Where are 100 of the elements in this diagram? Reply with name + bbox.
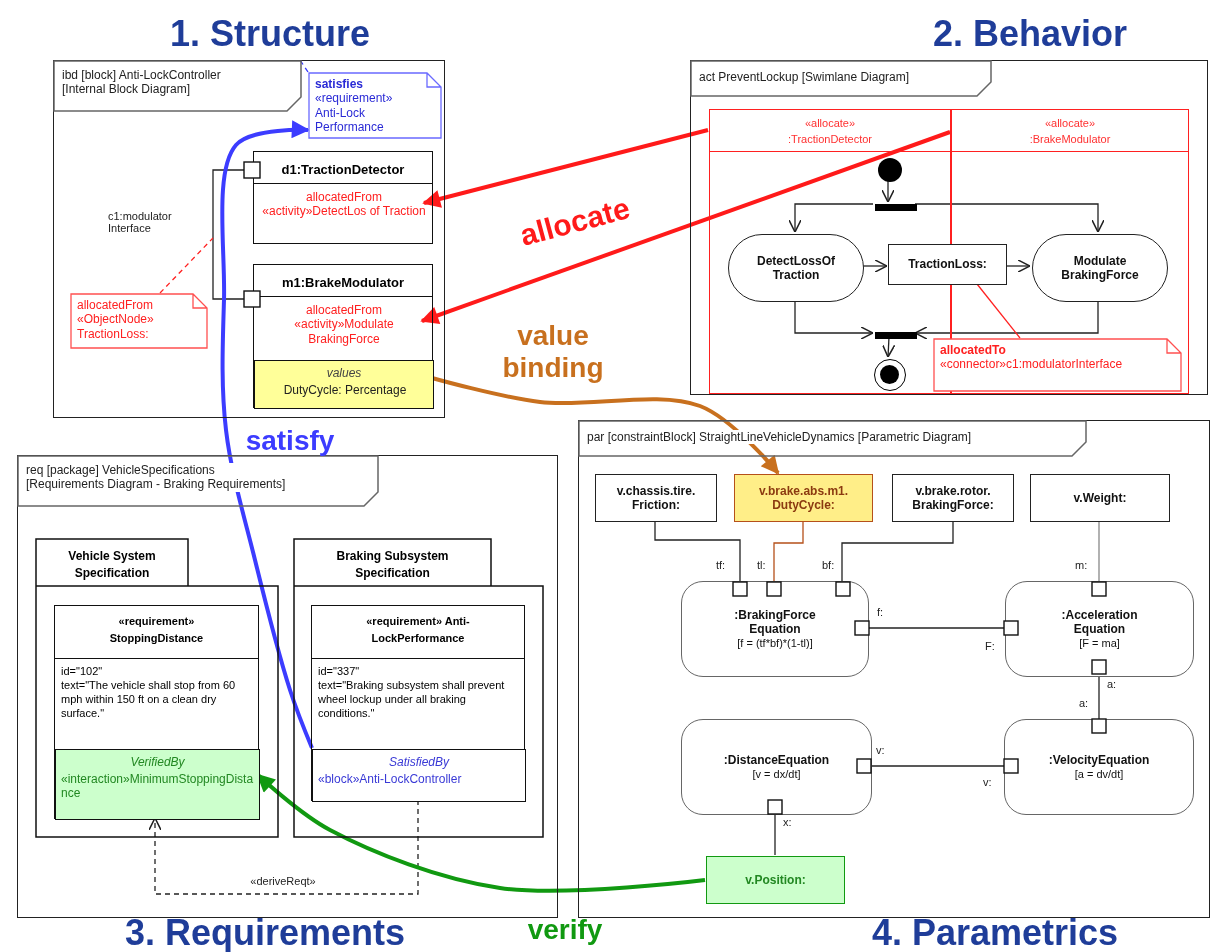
- node-name: DetectLossOf Traction: [756, 253, 836, 283]
- package-folder: [36, 539, 278, 837]
- compartment-heading: VerifiedBy: [129, 755, 186, 770]
- compartment-text: DutyCycle: Percentage: [282, 383, 408, 398]
- connector: [1098, 520, 1100, 583]
- requirement-text: text="Braking subsystem shall prevent wheel lockup under all braking conditions.": [318, 679, 506, 721]
- port-label: tf:: [716, 559, 726, 571]
- initial-node: [878, 158, 902, 182]
- property-name: v.Position:: [744, 872, 807, 888]
- property-name: v.chassis.tire. Friction:: [615, 483, 697, 513]
- arrow: [788, 203, 874, 233]
- leader-line: [976, 283, 1021, 339]
- lane-header: «allocate» :TractionDetector: [710, 110, 950, 152]
- port-label: v:: [876, 744, 885, 756]
- arrow: [914, 203, 1105, 233]
- edge-label: allocate: [515, 190, 635, 254]
- connector: [870, 765, 1005, 767]
- port-label: v:: [983, 776, 992, 788]
- part-box: [253, 264, 433, 408]
- edge-label: «deriveReqt»: [248, 875, 318, 887]
- package-folder: [294, 539, 543, 837]
- constraint-block: [1004, 719, 1194, 815]
- section-heading: 1. Structure: [169, 13, 371, 55]
- compartment: [254, 360, 434, 409]
- requirement-name: «requirement» StoppingDistance: [55, 606, 258, 659]
- diagram-frame: [17, 455, 558, 918]
- requirement-text: text="The vehicle shall stop from 60 mph within 150 ft on a clean dry surface.": [61, 679, 237, 721]
- compartment: [312, 749, 526, 802]
- node-name: Modulate BrakingForce: [1060, 253, 1140, 283]
- note-box: [309, 73, 441, 138]
- connector: [654, 520, 741, 583]
- constraint-name: :DistanceEquation: [722, 753, 831, 768]
- port-label: tl:: [757, 559, 766, 571]
- requirement-id: id="337": [318, 665, 360, 679]
- property-box: [1030, 474, 1170, 522]
- connector: [841, 520, 954, 583]
- package-name: Braking Subsystem Specification: [335, 548, 450, 582]
- connector: [212, 169, 245, 300]
- property-name: v.brake.rotor. BrakingForce:: [911, 483, 995, 513]
- lane-header: «allocate» :BrakeModulator: [952, 110, 1188, 152]
- constraint-name: :VelocityEquation: [1047, 753, 1151, 768]
- port-label: a:: [1107, 678, 1117, 690]
- allocation-text: allocatedFrom «activity»Modulate BrakingForce: [293, 303, 395, 347]
- connector: [868, 627, 1005, 629]
- port-label: m:: [1075, 559, 1088, 571]
- section-heading: 4. Parametrics: [871, 912, 1119, 952]
- requirement-box: [54, 605, 259, 819]
- arrow: [881, 336, 896, 358]
- object-node: [888, 244, 1007, 285]
- diagram-frame: [53, 60, 445, 418]
- constraint-name: :Acceleration Equation: [1060, 608, 1139, 637]
- node-name: TractionLoss:: [907, 257, 988, 272]
- port-label: F:: [985, 640, 995, 652]
- section-heading: 2. Behavior: [932, 13, 1128, 55]
- sync-bar: [875, 332, 917, 339]
- property-name: v.brake.abs.m1. DutyCycle:: [757, 483, 850, 513]
- note-text: allocatedFrom «ObjectNode» TractionLoss:: [77, 298, 155, 342]
- note-box: [71, 294, 207, 348]
- edge-label: value binding: [501, 320, 605, 384]
- compartment-heading: SatisfiedBy: [388, 755, 451, 770]
- property-box: [734, 474, 873, 522]
- compartment-text: «interaction»MinimumStoppingDistance: [61, 772, 255, 801]
- requirement-name: «requirement» Anti-LockPerformance: [312, 606, 524, 659]
- port-label: bf:: [822, 559, 835, 571]
- leader-line: [159, 237, 214, 294]
- constraint-block: [681, 581, 869, 677]
- section-heading: 3. Requirements: [124, 912, 406, 952]
- package-name: Vehicle System Specification: [67, 548, 157, 582]
- note-box: [934, 339, 1181, 391]
- connector: [773, 520, 804, 583]
- constraint-name: :BrakingForce Equation: [733, 608, 817, 637]
- edge-label: satisfy: [244, 425, 336, 457]
- diagram-frame: [690, 60, 1208, 395]
- relationship-arrow: [420, 130, 951, 324]
- allocation-text: allocatedFrom «activity»DetectLos of Traction: [262, 190, 426, 219]
- port-label: a:: [1079, 697, 1089, 709]
- constraint-expression: [a = dv/dt]: [1073, 767, 1125, 781]
- property-name: v.Weight:: [1072, 490, 1128, 506]
- note-text: allocatedTo «connector»c1:modulatorInterface: [940, 343, 1124, 372]
- requirement-box: [311, 605, 525, 801]
- property-box: [595, 474, 717, 522]
- requirement-id: id="102": [61, 665, 103, 679]
- compartment-text: «block»Anti-LockController: [318, 772, 463, 787]
- arrow: [881, 179, 895, 203]
- sync-bar: [875, 204, 917, 211]
- relationship-arrow: [422, 128, 709, 208]
- compartment: [55, 749, 260, 820]
- port-label: x:: [783, 816, 792, 828]
- diagram-frame: [578, 420, 1210, 918]
- property-box: [892, 474, 1014, 522]
- note-text: satisfies «requirement» Anti-Lock Performance: [315, 77, 394, 135]
- edge-label: verify: [526, 914, 604, 946]
- constraint-block: [681, 719, 872, 815]
- constraint-expression: [v = dx/dt]: [751, 767, 802, 781]
- compartment-heading: values: [325, 366, 363, 381]
- constraint-expression: [F = ma]: [1078, 636, 1121, 650]
- constraint-block: [1005, 581, 1194, 677]
- property-box: [706, 856, 845, 904]
- arrow: [1005, 259, 1031, 273]
- constraint-expression: [f = (tf*bf)*(1-tl)]: [736, 636, 814, 650]
